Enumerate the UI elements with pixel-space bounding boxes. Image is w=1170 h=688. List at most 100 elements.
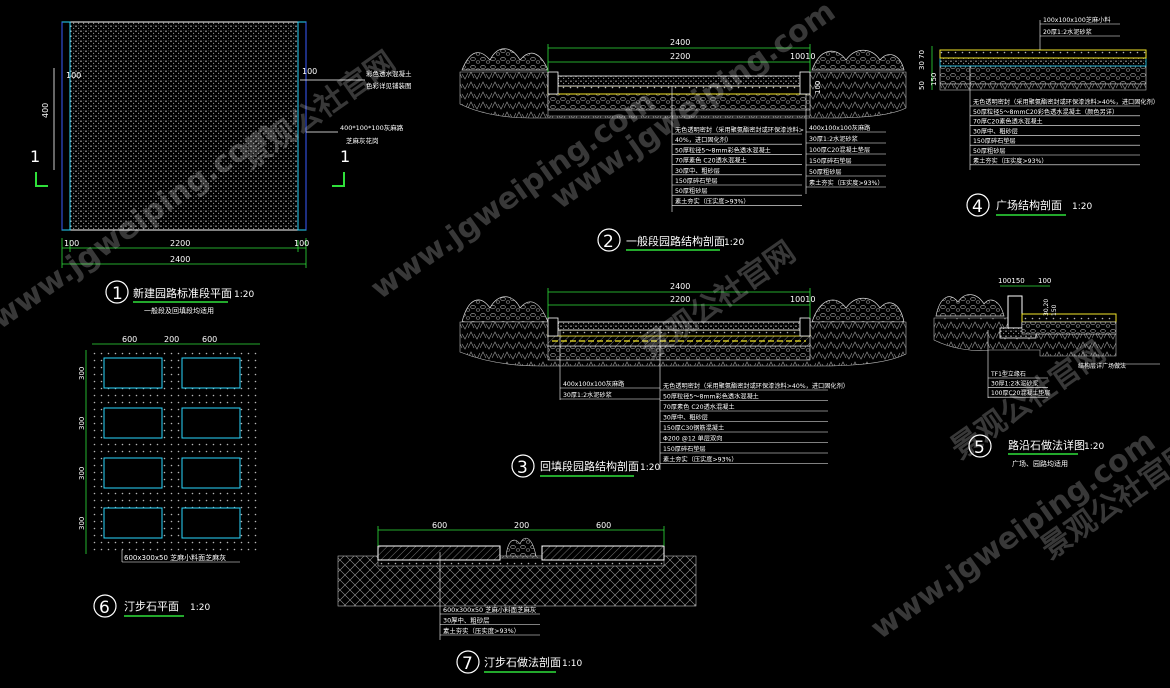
plan1-note-b2: 芝麻灰花岗 [346,136,379,145]
sec2-curb-left [547,71,559,95]
plan1-note-a2: 色彩详见铺装图 [366,81,412,90]
sec2-dim-100: 10010 [790,52,815,61]
section-mark-left [35,172,48,187]
plan6-dim-300: 300 [78,417,86,430]
sec2-right-note-text: 素土夯实（压实度>93%） [809,179,884,187]
sec5-subtitle: 广场、园路均适用 [1012,459,1068,468]
sec7-layer-note-text: 600x300x50 芝麻小料面芝麻灰 [443,605,537,614]
sec2-ground [459,71,907,119]
sec2-plants-right [811,49,905,71]
sec5-paving [1021,313,1117,323]
plan6-dim-300: 300 [78,367,86,380]
section-3: 2400 2200 10010 400x100x100灰麻路30厚1:2水泥砂浆… [459,282,907,478]
sec7-dim-600-b: 600 [596,521,611,530]
sec2-plants-left [461,48,549,71]
sec5-right-note: 结构层详广场做法 [1078,362,1126,370]
plan6-scale: 1:20 [190,603,210,613]
sec7-grass [505,537,537,557]
sec2-layer-note-text: 30厚中、粗砂层 [675,167,720,175]
plan6-dim-300: 300 [78,467,86,480]
section-mark-label-left: 1 [30,147,40,166]
sec4-layer-notes: 无色透明密封（采用聚氨酯密封或环保漆涂料>40%，进口固化剂）50厚粒径5～8m… [970,98,1159,166]
sec2-dim-2400: 2400 [670,38,690,47]
plan1-dim-100-side-r: 100 [302,67,317,76]
sec2-right-note-text: 100厚C20混凝土垫层 [809,146,870,154]
sec7-layer-note-text: 素土夯实（压实度>93%） [443,626,520,635]
sec7-scale: 1:10 [562,659,582,669]
plan1-number-circle [105,280,129,304]
stepping-stone [103,507,163,539]
sec2-dim-2200: 2200 [670,52,690,61]
sec4-layer-rubble [939,65,1147,85]
sec3-layer-notes: 无色透明密封（采用聚氨酯密封或环保漆涂料>40%，进口固化剂）50厚粒径5～8m… [660,382,849,464]
plan1-title: 新建园路标准段平面 [133,286,232,300]
sec5-scale: 1:20 [1084,442,1104,452]
sec7-dim-600-a: 600 [432,521,447,530]
stepping-stone [103,357,163,389]
sec5-number-circle [968,434,992,458]
stepping-stone [103,407,163,439]
plan6-note: 600x300x50 芝麻小料面芝麻灰 [124,553,226,562]
plan1-number: 1 [112,284,123,304]
sec4-top-note-text: 100x100x100芝麻小料 [1043,16,1111,24]
sec3-layer-note-text: 无色透明密封（采用聚氨酯密封或环保漆涂料>40%，进口固化剂） [663,382,849,390]
sec3-title: 回填段园路结构剖面 [540,459,639,473]
sec5-plants [935,294,1005,317]
sec4-layer-note-text: 50厚粒径5～8mmC20彩色透水混凝土（颜色另详） [973,108,1118,116]
plan6-dim-200: 200 [164,335,179,344]
sec2-right-note-text: 400x100x100灰麻路 [809,124,871,132]
section-mark-label-right: 1 [340,147,350,166]
plan1-dim-100-a: 100 [64,239,79,248]
plan6-number-circle [93,594,117,618]
sec2-layer-note-text: 50厚粗砂层 [675,187,708,195]
watermark-site-4: www.jgweiping.com [865,424,1162,647]
sec2-number-circle [597,228,621,252]
sec3-dim-2400: 2400 [670,282,690,291]
sec5-dim-v1: 30,20 [1043,299,1050,316]
sec4-layer-note-text: 30厚中、粗砂层 [973,127,1018,135]
sec2-dim-100-v: 100 [814,81,822,94]
sec2-curb-right [799,71,811,95]
sec4-dim-50: 50 [918,81,926,90]
sec7-stone-right [541,545,665,561]
plan1-subtitle: 一般段及回填段均适用 [144,306,214,315]
sec3-left-note-text: 400x100x100灰麻路 [563,380,625,388]
plan1-scale: 1:20 [234,290,254,300]
plan6-dim-600-b: 600 [202,335,217,344]
sec2-layer-note-text: 150厚碎石垫层 [675,177,718,185]
sec2-layer-note-text: 无色透明密封（采用聚氨酯密封或环保漆涂料> [675,126,804,134]
sec2-layer-notes: 无色透明密封（采用聚氨酯密封或环保漆涂料>40%，进口固化剂）50厚粒径5～8m… [672,126,804,206]
section-2: 2400 2200 10010 100 无色透明密封（采用聚氨酯密封或环保漆涂料… [459,38,907,252]
sec4-dim-150: 150 [930,73,938,86]
sec5-dim-v2: 150 [1051,304,1058,316]
sec3-plants-right [811,297,905,323]
sec5-dim-100150: 100150 [998,277,1025,285]
plan6-number: 6 [99,598,110,618]
stepping-stone [181,507,241,539]
sec5-layer-note-text: 100厚C20混凝土垫层 [991,389,1050,397]
sec3-layer-note-text: 30厚中、粗砂层 [663,414,708,422]
sec4-layer-note-text: 50厚粗砂层 [973,147,1006,155]
sec3-number: 3 [517,458,528,478]
sec5-layer-note-text: TF1型立缘石 [990,370,1026,378]
sec5-layer-note-text: 30厚1:2水泥砂浆 [991,380,1038,388]
plan6-dim-300: 300 [78,517,86,530]
sec4-top-note-text: 20厚1:2水泥砂浆 [1043,28,1092,36]
sec2-right-note-text: 150厚碎石垫层 [809,157,852,165]
sec7-stone-left [377,545,501,561]
stepping-stone [181,357,241,389]
sec4-layer-note-text: 70厚C20素色透水混凝土 [973,118,1043,126]
sec2-layer-note-text: 素土夯实（压实度>93%） [675,197,750,205]
sec2-number: 2 [603,232,614,252]
plan6-vertical-dims: 300 300 300 300 [78,367,86,530]
plan1-dim-2200: 2200 [170,239,190,248]
sec2-right-notes: 400x100x100灰麻路30厚1:2水泥砂浆100厚C20混凝土垫层150厚… [806,124,886,188]
stepping-stone [181,457,241,489]
sec3-scale: 1:20 [640,463,660,473]
plan1-concrete-field [69,21,299,231]
